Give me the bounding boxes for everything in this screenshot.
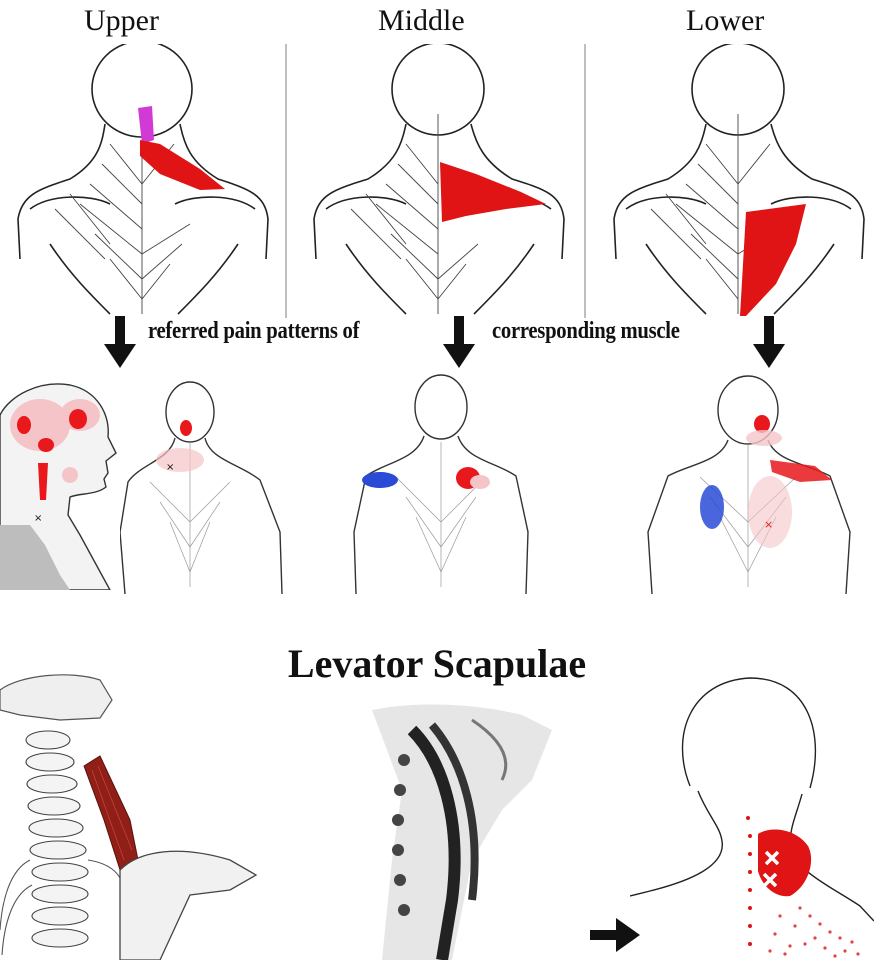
upper-trapezius-illustration [17,44,269,315]
upper-back-pain: × [120,381,283,594]
section-title: Levator Scapulae [287,641,587,686]
lower-back-pain: × [647,375,851,594]
lower-title: Lower [686,4,765,37]
right-arrow-icon [590,918,640,952]
levator-scapulae-skeleton-illustration [0,674,258,960]
svg-text:×: × [764,518,773,531]
svg-text:×: × [34,513,42,524]
svg-text:×: × [166,462,174,473]
down-arrow-icon [753,316,785,368]
middle-trapezius-illustration [313,44,565,315]
lower-trapezius-illustration [613,44,865,316]
middle-title: Middle [378,4,465,37]
levator-scapulae-side-view [372,704,552,960]
upper-head-profile-pain: × [0,383,117,590]
down-arrow-icon [443,316,475,368]
middle-back-pain [353,374,529,594]
levator-scapulae-pain-pattern [630,677,874,958]
column-dividers [285,44,586,318]
upper-title: Upper [84,4,159,37]
caption-left: referred pain patterns of [148,318,360,344]
down-arrow-icon [104,316,136,368]
caption-right: corresponding muscle [492,318,680,344]
